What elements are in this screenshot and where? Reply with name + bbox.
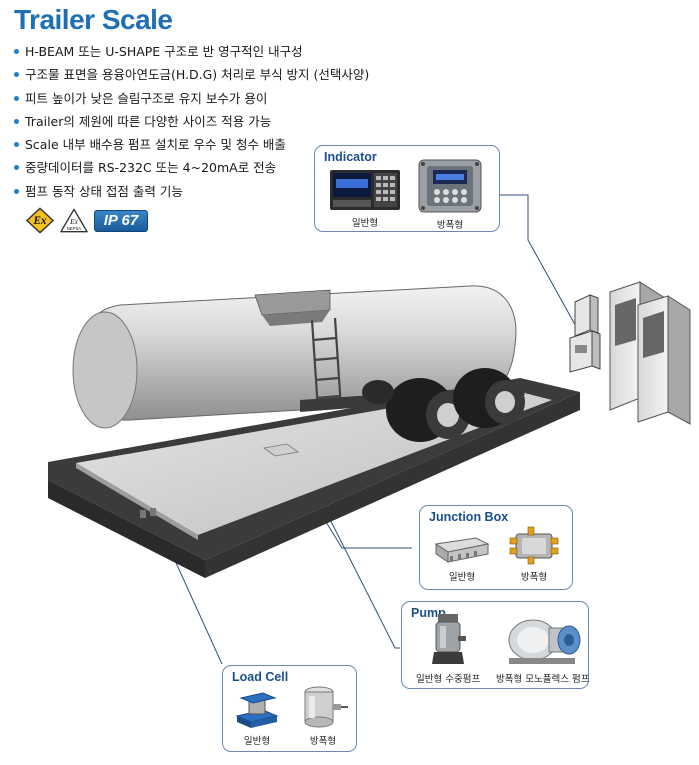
bullet-icon	[14, 72, 19, 78]
svg-text:NEPSA: NEPSA	[67, 226, 81, 231]
ex-atex-icon: Ex	[26, 207, 54, 234]
feature-item: 중량데이터를 RS-232C 또는 4~20mA로 전송	[12, 158, 369, 181]
indicator-leader-line	[499, 194, 579, 331]
pump-explosion-proof: 방폭형 모노플렉스 펌프	[496, 614, 589, 685]
submersible-pump-icon	[432, 614, 467, 664]
explosion-proof-load-cell-icon	[304, 686, 348, 728]
bullet-icon	[14, 188, 19, 194]
pump-title: Pump	[411, 606, 446, 620]
feature-item: H-BEAM 또는 U-SHAPE 구조로 반 영구적인 내구성	[12, 42, 369, 65]
feature-item: Scale 내부 배수용 펌프 설치로 우수 및 청수 배출	[12, 135, 369, 158]
ip67-badge: IP 67	[94, 209, 148, 232]
control-cabinets	[609, 281, 691, 425]
pump-general: 일반형 수중펌프	[416, 612, 480, 685]
indicator-explosion-proof: 방폭형	[417, 158, 483, 231]
trailer-tank	[72, 285, 525, 442]
load-cell-callout: Load Cell 일반형 방폭형	[222, 665, 357, 752]
explosion-proof-junction-box-icon	[509, 526, 559, 565]
certification-badges: Ex Ex NEPSA IP 67	[26, 207, 148, 234]
wall-indicator	[569, 294, 601, 373]
load-cell-explosion-proof: 방폭형	[297, 684, 349, 747]
junction-box-icon	[434, 537, 490, 563]
feature-item: Trailer의 제원에 따른 다양한 사이즈 적용 가능	[12, 112, 369, 135]
indicator-device-icon	[330, 170, 400, 210]
indicator-callout: Indicator 일반형 방폭형	[314, 145, 500, 232]
feature-item: 피트 높이가 낮은 슬림구조로 유지 보수가 용이	[12, 89, 369, 112]
pump-leader-line	[304, 469, 400, 649]
junction-box-explosion-proof: 방폭형	[506, 524, 562, 583]
feature-list: H-BEAM 또는 U-SHAPE 구조로 반 영구적인 내구성 구조물 표면을…	[12, 42, 369, 205]
load-cell-title: Load Cell	[232, 670, 289, 684]
junction-box-general: 일반형	[432, 534, 492, 583]
ex-nepsa-icon: Ex NEPSA	[60, 208, 88, 233]
bullet-icon	[14, 49, 19, 54]
bullet-icon	[14, 165, 19, 171]
feature-item: 구조물 표면을 용융아연도금(H.D.G) 처리로 부식 방지 (선택사양)	[12, 65, 369, 88]
feature-item: 펌프 동작 상태 접점 출력 기능	[12, 182, 369, 205]
load-cell-icon	[235, 692, 279, 728]
bullet-icon	[14, 118, 19, 124]
page-title: Trailer Scale	[14, 4, 173, 35]
indicator-general: 일반형	[329, 168, 401, 229]
load-cell-general: 일반형	[233, 688, 281, 747]
explosion-proof-indicator-icon	[418, 159, 482, 213]
junction-box-title: Junction Box	[429, 510, 509, 524]
bullet-icon	[14, 142, 19, 148]
indicator-title: Indicator	[324, 150, 377, 164]
svg-text:Ex: Ex	[32, 215, 46, 227]
bullet-icon	[14, 95, 19, 101]
pump-callout: Pump 일반형 수중펌프 방폭형 모노플렉스 펌프	[401, 601, 589, 689]
monoflex-pump-icon	[508, 619, 581, 664]
svg-text:Ex: Ex	[69, 217, 79, 226]
junction-box-callout: Junction Box 일반형 방폭형	[419, 505, 573, 590]
